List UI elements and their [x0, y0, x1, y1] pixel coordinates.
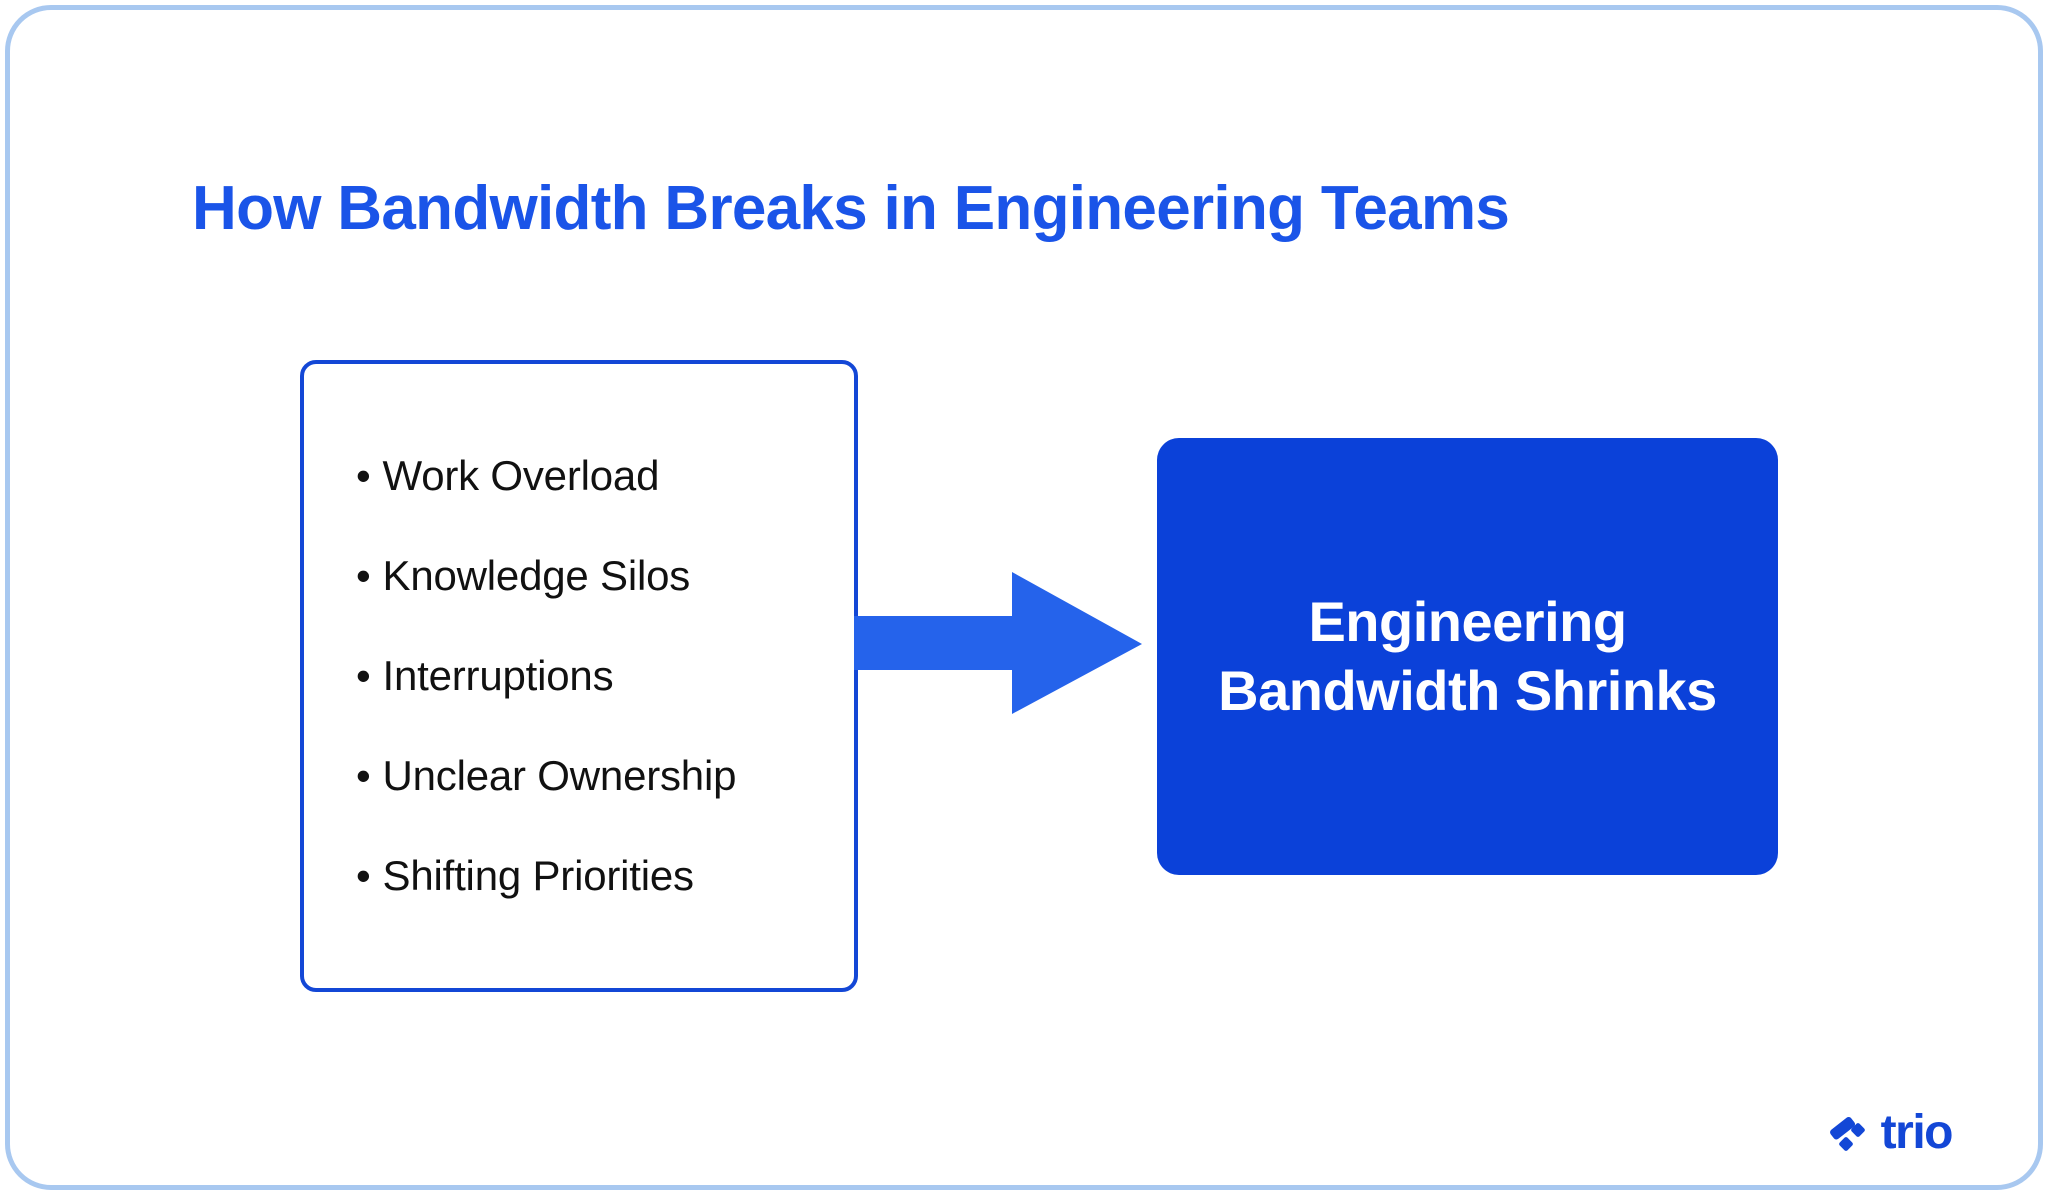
page-title: How Bandwidth Breaks in Engineering Team… [192, 173, 1510, 243]
bullet-glyph: • [356, 752, 371, 799]
list-item: •Work Overload [356, 426, 854, 526]
brand-wordmark: trio [1880, 1106, 1954, 1159]
bullet-glyph: • [356, 852, 371, 899]
list-item-label: Shifting Priorities [382, 852, 695, 899]
list-item-label: Unclear Ownership [382, 752, 737, 799]
causes-card: •Work Overload •Knowledge Silos •Interru… [300, 360, 858, 992]
list-item: •Knowledge Silos [356, 526, 854, 626]
bullet-glyph: • [356, 552, 371, 599]
trio-logo-icon [1829, 1116, 1865, 1151]
list-item: •Interruptions [356, 626, 854, 726]
bullet-glyph: • [356, 652, 371, 699]
list-item: •Unclear Ownership [356, 726, 854, 826]
outcome-box: Engineering Bandwidth Shrinks [1157, 438, 1778, 875]
bullet-glyph: • [356, 452, 371, 499]
list-item: •Shifting Priorities [356, 826, 854, 926]
list-item-label: Work Overload [382, 452, 660, 499]
right-arrow-icon [854, 570, 1142, 716]
list-item-label: Knowledge Silos [382, 552, 691, 599]
list-item-label: Interruptions [382, 652, 614, 699]
brand-logo: trio [1827, 1106, 1954, 1159]
outcome-label: Engineering Bandwidth Shrinks [1218, 590, 1717, 722]
